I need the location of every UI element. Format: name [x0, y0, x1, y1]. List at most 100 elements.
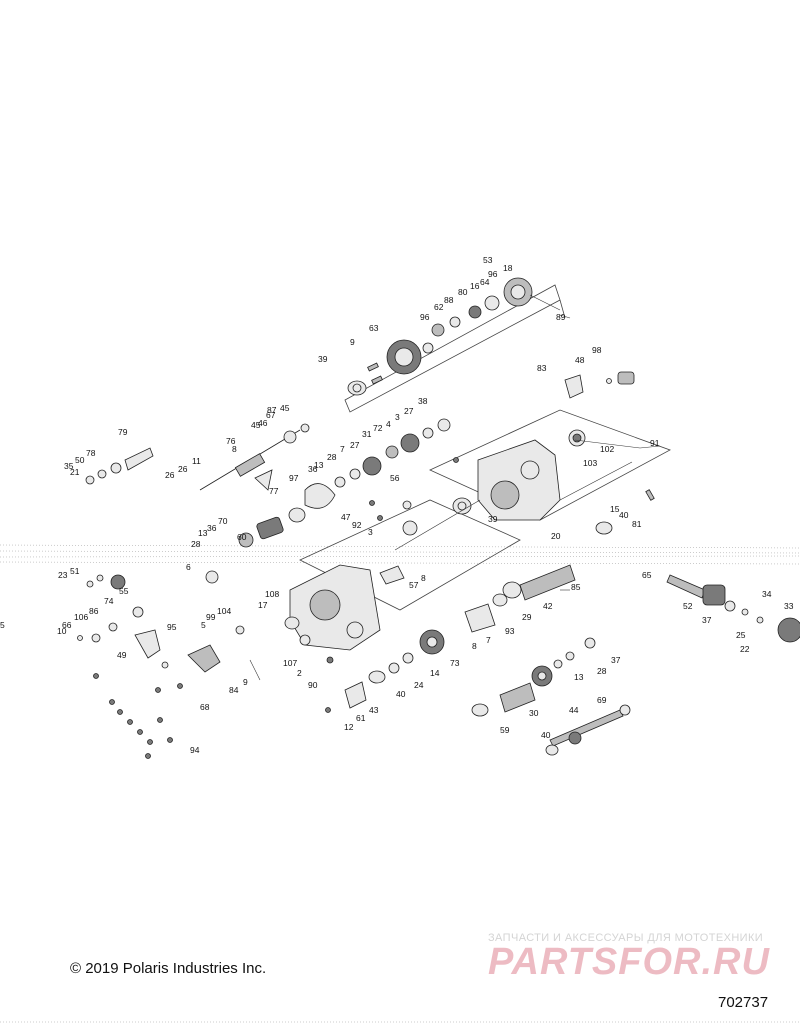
callout-label: 44 — [569, 705, 579, 715]
callout-label: 60 — [237, 532, 247, 542]
callout-label: 79 — [118, 427, 128, 437]
callout-label: 26 — [165, 470, 175, 480]
callout-label: 16 — [470, 281, 480, 291]
callout-label: 6 — [186, 562, 191, 572]
callout-label: 96 — [488, 269, 498, 279]
callout-label: 4 — [386, 419, 391, 429]
callout-label: 59 — [500, 725, 510, 735]
main-case — [284, 564, 405, 664]
callout-label: 104 — [217, 606, 231, 616]
copyright-notice: © 2019 Polaris Industries Inc. — [70, 960, 267, 977]
callout-label: 35 — [64, 461, 74, 471]
callout-label: 40 — [619, 510, 629, 520]
scan-noise-band — [0, 544, 800, 1023]
callout-label: 39 — [488, 514, 498, 524]
callout-label: 22 — [740, 644, 750, 654]
callout-label: 5 — [201, 620, 206, 630]
callout-label: 8 — [421, 573, 426, 583]
input-gear-assembly — [347, 277, 533, 396]
callout-label: 28 — [327, 452, 337, 462]
callout-label: 88 — [444, 295, 454, 305]
callout-label: 47 — [341, 512, 351, 522]
callout-label: 68 — [200, 702, 210, 712]
diagram-number: 702737 — [718, 994, 769, 1011]
callout-label: 55 — [119, 586, 129, 596]
callout-label: 64 — [480, 277, 490, 287]
callout-label: 28 — [597, 666, 607, 676]
callout-label: 28 — [191, 539, 201, 549]
callout-label: 7 — [340, 444, 345, 454]
callout-label: 13 — [574, 672, 584, 682]
callout-label: 46 — [258, 418, 268, 428]
leader-lines — [249, 294, 661, 681]
output-shaft — [666, 574, 800, 643]
callout-label: 56 — [390, 473, 400, 483]
callout-label: 9 — [243, 677, 248, 687]
callout-label: 90 — [308, 680, 318, 690]
output-housing — [452, 371, 655, 535]
callout-label: 34 — [762, 589, 772, 599]
callout-label: 8 — [472, 641, 477, 651]
callout-label: 26 — [178, 464, 188, 474]
callout-label: 43 — [369, 705, 379, 715]
callout-label: 83 — [537, 363, 547, 373]
callout-label: 92 — [352, 520, 362, 530]
callout-label: 2 — [297, 668, 302, 678]
callout-label: 93 — [505, 626, 515, 636]
callout-label: 65 — [642, 570, 652, 580]
callout-label: 13 — [314, 460, 324, 470]
callout-label: 12 — [344, 722, 354, 732]
callout-label: 21 — [70, 467, 80, 477]
callout-label: 81 — [632, 519, 642, 529]
callout-label: 17 — [258, 600, 268, 610]
callout-label: 103 — [583, 458, 597, 468]
callout-label: 7 — [486, 635, 491, 645]
callout-label: 48 — [575, 355, 585, 365]
callout-label: 57 — [409, 580, 419, 590]
callout-label: 3 — [395, 412, 400, 422]
callout-label: 39 — [318, 354, 328, 364]
callout-label: 37 — [702, 615, 712, 625]
callout-label: 108 — [265, 589, 279, 599]
callout-label: 76 — [226, 436, 236, 446]
callout-label: 36 — [308, 464, 318, 474]
callout-label: 3 — [368, 527, 373, 537]
callout-label: 106 — [74, 612, 88, 622]
callout-label: 98 — [592, 345, 602, 355]
counter-shaft-assembly — [238, 418, 451, 548]
callout-label: 27 — [404, 406, 414, 416]
callout-label: 86 — [89, 606, 99, 616]
callout-label: 80 — [458, 287, 468, 297]
callout-label: 4 — [0, 0, 5, 2]
callout-label: 84 — [229, 685, 239, 695]
callout-label: 29 — [522, 612, 532, 622]
callout-label: 40 — [541, 730, 551, 740]
callout-label: 23 — [58, 570, 68, 580]
callout-label: 51 — [70, 566, 80, 576]
callout-label: 10 — [57, 626, 67, 636]
callout-label: 37 — [611, 655, 621, 665]
callout-label: 14 — [430, 668, 440, 678]
callout-label: 69 — [597, 695, 607, 705]
callout-label: 13 — [198, 528, 208, 538]
callout-label: 95 — [167, 622, 177, 632]
callout-label: 107 — [283, 658, 297, 668]
callout-label: 24 — [414, 680, 424, 690]
callout-label: 101 — [0, 0, 14, 2]
callout-label: 45 — [280, 403, 290, 413]
callout-label: 11 — [192, 456, 201, 466]
callout-label: 99 — [206, 612, 216, 622]
callout-label: 96 — [420, 312, 430, 322]
callout-label: 62 — [434, 302, 444, 312]
callout-label: 89 — [556, 312, 566, 322]
callout-label: 87 — [267, 405, 277, 415]
callout-label: 97 — [289, 473, 299, 483]
callout-label: 73 — [450, 658, 460, 668]
callout-label: 78 — [86, 448, 96, 458]
callout-label: 5 — [0, 620, 5, 630]
callout-label: 63 — [369, 323, 379, 333]
callout-label: 15 — [610, 504, 620, 514]
callout-label: 20 — [551, 531, 561, 541]
